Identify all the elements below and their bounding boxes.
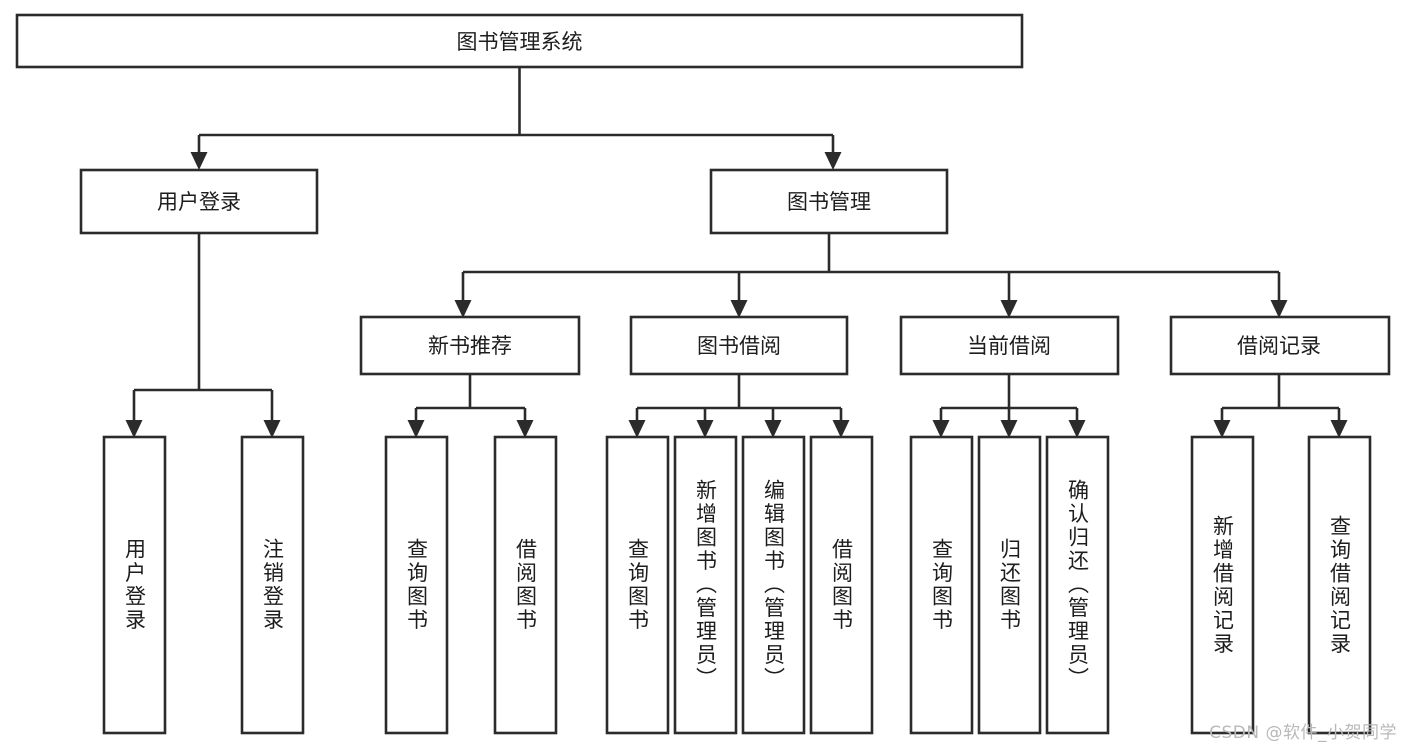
leaf-box-group (102, 435, 1372, 735)
connector-group-root (190, 67, 842, 170)
leaf-box-query-book-1[interactable] (384, 435, 449, 735)
node-borrow-record-label: 借阅记录 (1237, 334, 1321, 358)
leaf-box-edit-book-admin[interactable] (741, 435, 806, 735)
leaf-box-borrow-book-2[interactable] (809, 435, 874, 735)
node-new-book-recommend[interactable]: 新书推荐 (359, 315, 581, 376)
node-book-borrow-label: 图书借阅 (697, 334, 781, 358)
node-root[interactable]: 图书管理系统 (15, 13, 1024, 69)
node-root-label: 图书管理系统 (457, 30, 583, 54)
leaf-box-add-book-admin[interactable] (673, 435, 738, 735)
node-current-borrow-label: 当前借阅 (967, 334, 1051, 358)
leaf-box-return-book[interactable] (977, 435, 1042, 735)
node-book-manage[interactable]: 图书管理 (709, 168, 949, 235)
node-borrow-record[interactable]: 借阅记录 (1169, 315, 1391, 376)
connector-group-new-book (407, 374, 534, 438)
node-user-login-label: 用户登录 (157, 190, 241, 214)
leaf-box-query-book-3[interactable] (909, 435, 974, 735)
connector-group-current-borrow (932, 374, 1086, 438)
node-user-login[interactable]: 用户登录 (79, 168, 319, 235)
node-new-book-recommend-label: 新书推荐 (428, 334, 512, 358)
leaf-box-add-borrow-record[interactable] (1190, 435, 1255, 735)
leaf-box-query-borrow-record[interactable] (1307, 435, 1372, 735)
connector-group-borrow-record (1213, 374, 1348, 438)
leaf-box-user-login[interactable] (102, 435, 167, 735)
node-book-borrow[interactable]: 图书借阅 (629, 315, 849, 376)
node-book-manage-label: 图书管理 (787, 190, 871, 214)
leaf-box-borrow-book-1[interactable] (493, 435, 558, 735)
leaf-box-query-book-2[interactable] (605, 435, 670, 735)
connector-group-borrow (628, 374, 850, 438)
connector-group-user-login (125, 233, 281, 438)
node-current-borrow[interactable]: 当前借阅 (899, 315, 1120, 376)
leaf-box-logout[interactable] (240, 435, 305, 735)
leaf-box-confirm-return-admin[interactable] (1045, 435, 1110, 735)
csdn-watermark: CSDN @软件_小贺同学 (1209, 723, 1397, 743)
connector-group-book-manage (454, 233, 1288, 318)
